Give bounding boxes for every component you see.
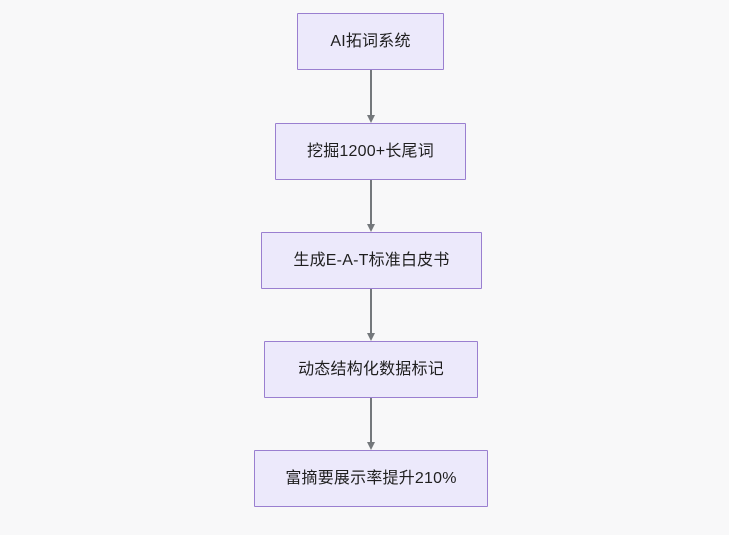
flow-edge <box>366 289 375 341</box>
edge-line <box>370 289 372 334</box>
flow-node-eat-whitepaper[interactable]: 生成E-A-T标准白皮书 <box>261 232 482 289</box>
flow-node-longtail-mining[interactable]: 挖掘1200+长尾词 <box>275 123 466 180</box>
flow-node-label: 动态结构化数据标记 <box>298 360 444 378</box>
arrowhead-icon <box>366 224 375 232</box>
flow-node-ai-keyword-system[interactable]: AI拓词系统 <box>297 13 444 70</box>
edge-line <box>370 180 372 225</box>
flow-node-label: 挖掘1200+长尾词 <box>307 142 434 160</box>
arrowhead-icon <box>366 333 375 341</box>
flow-edge <box>366 70 375 123</box>
arrowhead-icon <box>366 442 375 450</box>
flow-edge <box>366 398 375 450</box>
flow-node-structured-data-markup[interactable]: 动态结构化数据标记 <box>264 341 478 398</box>
flow-node-rich-snippet-uplift[interactable]: 富摘要展示率提升210% <box>254 450 488 507</box>
edge-line <box>370 398 372 443</box>
arrowhead-icon <box>366 115 375 123</box>
flow-node-label: 富摘要展示率提升210% <box>285 469 457 487</box>
flow-edge <box>366 180 375 232</box>
flow-node-label: AI拓词系统 <box>330 32 411 50</box>
flow-node-label: 生成E-A-T标准白皮书 <box>293 251 450 269</box>
edge-line <box>370 70 372 116</box>
